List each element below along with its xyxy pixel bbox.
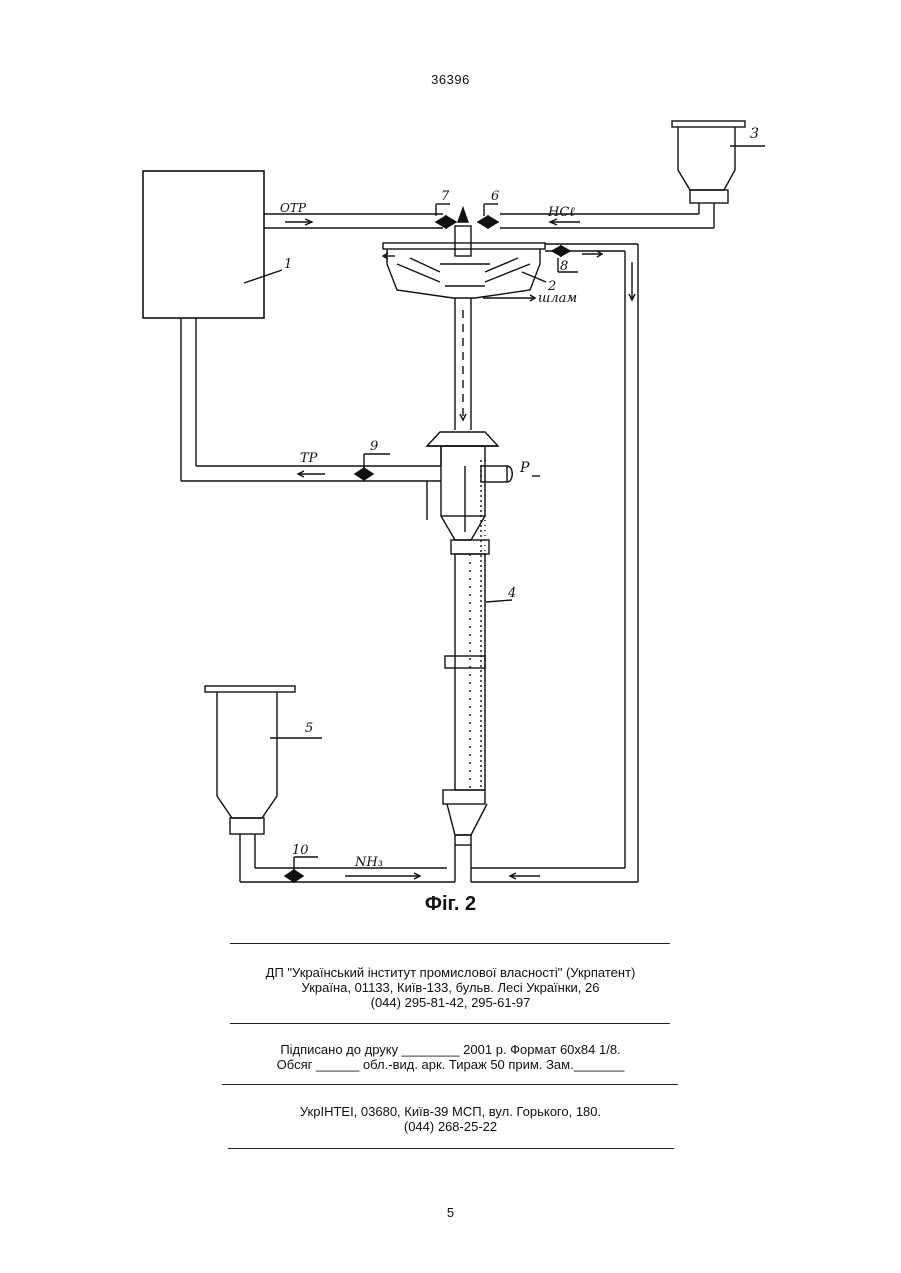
- print-info-block: Підписано до друку ________ 2001 р. Форм…: [0, 1042, 901, 1072]
- label-valve-6: 6: [491, 189, 499, 204]
- publisher-line-1: ДП "Український інститут промислової вла…: [0, 965, 901, 980]
- label-valve-9: 9: [370, 439, 378, 454]
- label-part-5: 5: [305, 721, 313, 736]
- label-nh3: NH₃: [354, 855, 383, 870]
- tank-5: [205, 686, 322, 834]
- label-hcl: НСℓ: [547, 205, 575, 220]
- label-tr: ТР: [300, 451, 318, 466]
- publisher-line-3: (044) 295-81-42, 295-61-97: [0, 995, 901, 1010]
- publisher-line-2: Україна, 01133, Київ-133, бульв. Лесі Ук…: [0, 980, 901, 995]
- valve-6: [478, 204, 498, 228]
- column-4: [427, 432, 512, 845]
- page-number: 5: [0, 1205, 901, 1220]
- tank-1: [143, 171, 264, 318]
- print-line-1: Підписано до друку ________ 2001 р. Форм…: [0, 1042, 901, 1057]
- figure-caption: Фіг. 2: [0, 893, 901, 916]
- label-part-3: 3: [750, 126, 759, 142]
- label-part-4: 4: [507, 586, 516, 601]
- valve-9: [355, 454, 390, 480]
- divider-2: [230, 1023, 670, 1024]
- label-part-1: 1: [284, 257, 292, 272]
- label-valve-10: 10: [292, 843, 309, 858]
- institute-block: УкрІНТЕІ, 03680, Київ-39 МСП, вул. Горьк…: [0, 1104, 901, 1134]
- publisher-block: ДП "Український інститут промислової вла…: [0, 965, 901, 1010]
- label-p: Р: [519, 460, 530, 476]
- divider-1: [230, 943, 670, 944]
- label-otr: ОТР: [280, 201, 307, 215]
- reactor-2: [383, 208, 545, 298]
- print-line-2: Обсяг ______ обл.-вид. арк. Тираж 50 при…: [0, 1057, 901, 1072]
- label-valve-7: 7: [441, 189, 450, 204]
- process-diagram: 1 3 ОТР НСℓ 7 6: [0, 0, 901, 900]
- label-shlam: шлам: [538, 291, 577, 306]
- valve-7: [436, 204, 456, 228]
- label-valve-8: 8: [560, 259, 568, 274]
- divider-3: [222, 1084, 678, 1085]
- divider-4: [228, 1148, 674, 1149]
- institute-line-1: УкрІНТЕІ, 03680, Київ-39 МСП, вул. Горьк…: [0, 1104, 901, 1119]
- institute-line-2: (044) 268-25-22: [0, 1119, 901, 1134]
- valve-10: [285, 857, 318, 882]
